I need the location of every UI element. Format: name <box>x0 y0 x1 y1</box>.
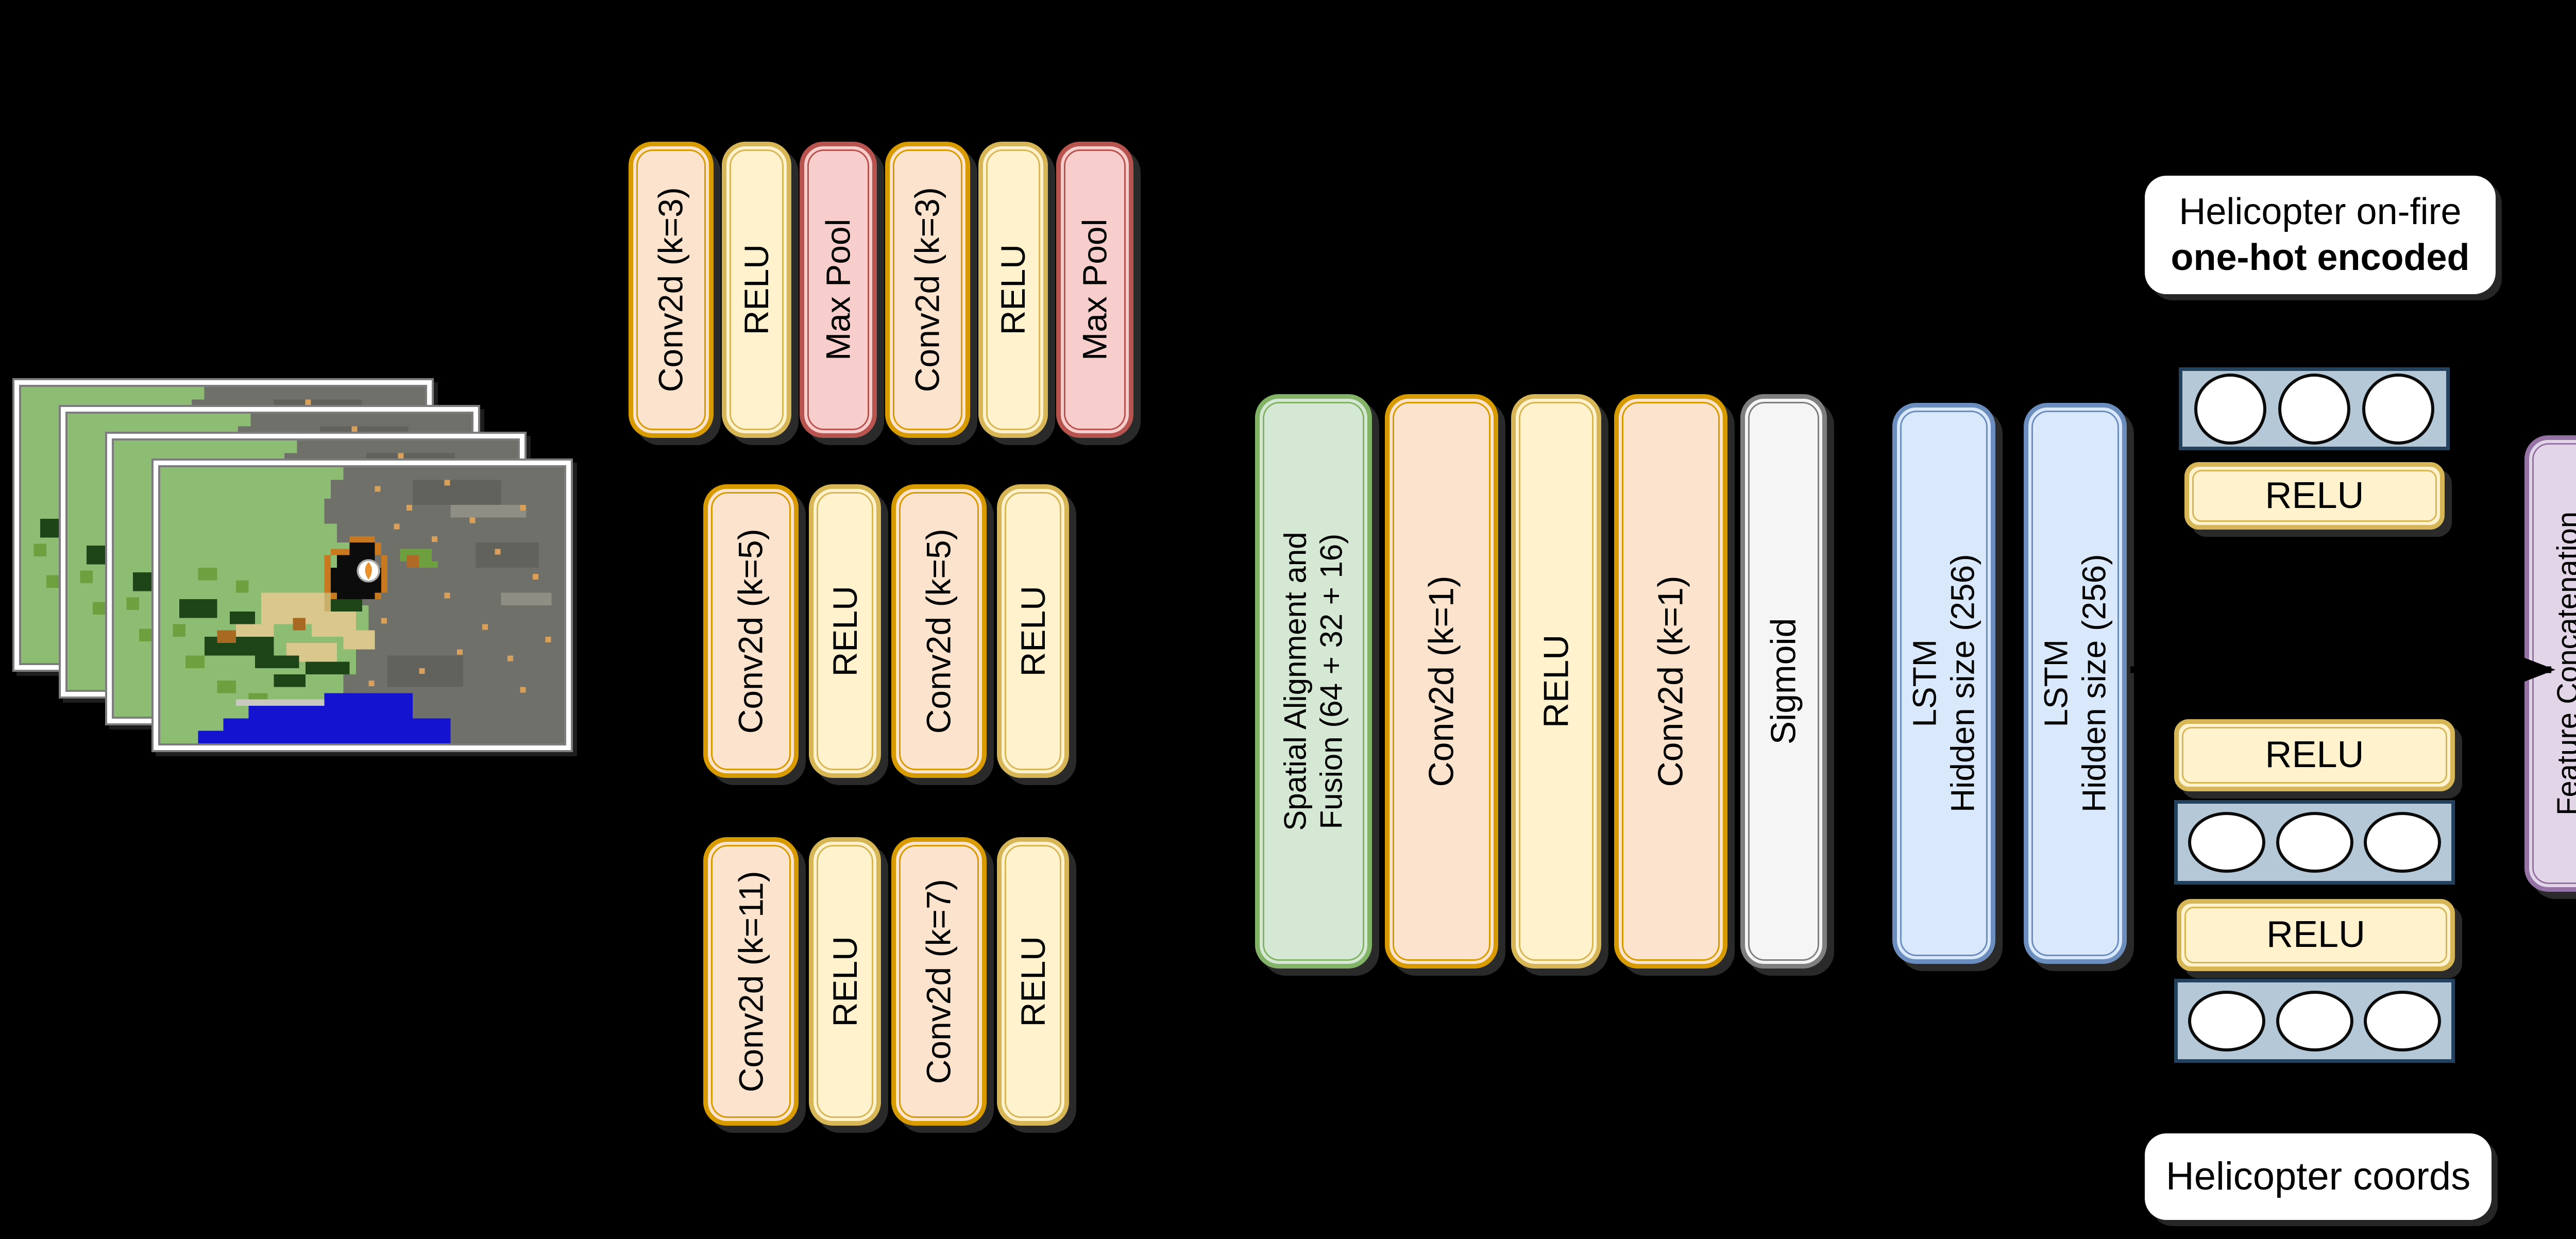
layer-label: RELU <box>737 244 776 335</box>
relu-bar-coords-1: RELU <box>2174 719 2455 791</box>
coords-neuron-row-2 <box>2174 979 2455 1063</box>
layer-relu: RELU <box>722 142 791 438</box>
layer-conv2d-k-7: Conv2d (k=7) <box>891 837 987 1126</box>
layer-label: RELU <box>825 936 864 1027</box>
neuron-circle <box>2276 990 2353 1051</box>
layer-label: RELU <box>1013 585 1052 677</box>
layer-lstm-1: LSTM Hidden size (256) <box>1892 403 1995 964</box>
layer-label: RELU <box>1013 936 1052 1027</box>
layer-label: Conv2d (k=7) <box>920 878 958 1084</box>
coords-neuron-row-1 <box>2174 800 2455 885</box>
relu-bar-onfire: RELU <box>2184 462 2445 530</box>
neuron-circle <box>2363 990 2441 1051</box>
layer-conv2d-k-3: Conv2d (k=3) <box>885 142 970 438</box>
layer-label: Conv2d (k=5) <box>732 528 770 734</box>
relu-label: RELU <box>2265 474 2364 516</box>
layer-label: Spatial Alignment and Fusion (64 + 32 + … <box>1278 532 1349 831</box>
layer-relu: RELU <box>809 484 881 778</box>
neuron-circle <box>2194 373 2266 445</box>
coords-label: Helicopter coords <box>2165 1154 2471 1198</box>
layer-label: Max Pool <box>1075 218 1114 361</box>
layer-relu: RELU <box>809 837 881 1126</box>
neuron-circle <box>2188 990 2266 1051</box>
layer-sigmoid: Sigmoid <box>1740 394 1827 969</box>
layer-label: Max Pool <box>819 218 857 361</box>
onfire-neuron-row <box>2179 367 2450 450</box>
layer-label: Conv2d (k=3) <box>908 187 947 393</box>
feature-concatenation-block: Feature Concatenation (LSTM output + hel… <box>2524 435 2576 892</box>
onfire-line1: Helicopter on-fire <box>2179 191 2462 232</box>
neuron-circle <box>2276 812 2353 873</box>
layer-relu: RELU <box>997 837 1069 1126</box>
layer-conv2d-k-1: Conv2d (k=1) <box>1385 394 1498 969</box>
layer-conv2d-k-11: Conv2d (k=11) <box>703 837 799 1126</box>
layer-spatial-alignment-and: Spatial Alignment and Fusion (64 + 32 + … <box>1255 394 1372 969</box>
layer-label: Conv2d (k=1) <box>1421 575 1461 787</box>
layer-max-pool: Max Pool <box>800 142 877 438</box>
observation-map <box>158 465 566 745</box>
layer-label: RELU <box>1536 634 1576 728</box>
layer-conv2d-k-3: Conv2d (k=3) <box>629 142 714 438</box>
onfire-line2: one-hot encoded <box>2171 237 2470 278</box>
relu-bar-coords-2: RELU <box>2177 899 2455 971</box>
neuron-circle <box>2362 373 2434 445</box>
helicopter-onfire-label-box: Helicopter on-fire one-hot encoded <box>2145 176 2496 294</box>
relu-label: RELU <box>2266 914 2366 956</box>
layer-conv2d-k-5: Conv2d (k=5) <box>891 484 987 778</box>
layer-label: LSTM Hidden size (256) <box>2037 554 2113 813</box>
feature-concatenation-label: Feature Concatenation (LSTM output + hel… <box>2551 511 2576 816</box>
helicopter-coords-label-box: Helicopter coords <box>2145 1133 2492 1220</box>
layer-label: Sigmoid <box>1764 618 1803 745</box>
layer-lstm-2: LSTM Hidden size (256) <box>2024 403 2127 964</box>
layer-label: Conv2d (k=1) <box>1651 575 1690 787</box>
layer-label: Conv2d (k=3) <box>652 187 690 393</box>
layer-label: RELU <box>825 585 864 677</box>
layer-label: RELU <box>994 244 1032 335</box>
layer-label: Conv2d (k=11) <box>732 871 770 1092</box>
layer-conv2d-k-5: Conv2d (k=5) <box>703 484 799 778</box>
layer-label: Conv2d (k=5) <box>920 528 958 734</box>
layer-label: LSTM Hidden size (256) <box>1906 554 1981 813</box>
neuron-circle <box>2188 812 2266 873</box>
layer-relu: RELU <box>997 484 1069 778</box>
layer-relu: RELU <box>1511 394 1601 969</box>
neuron-circle <box>2278 373 2350 445</box>
layer-max-pool: Max Pool <box>1056 142 1133 438</box>
neuron-circle <box>2363 812 2441 873</box>
observation-frame <box>151 459 573 752</box>
relu-label: RELU <box>2265 734 2364 776</box>
layer-relu: RELU <box>978 142 1048 438</box>
layer-conv2d-k-1: Conv2d (k=1) <box>1614 394 1727 969</box>
